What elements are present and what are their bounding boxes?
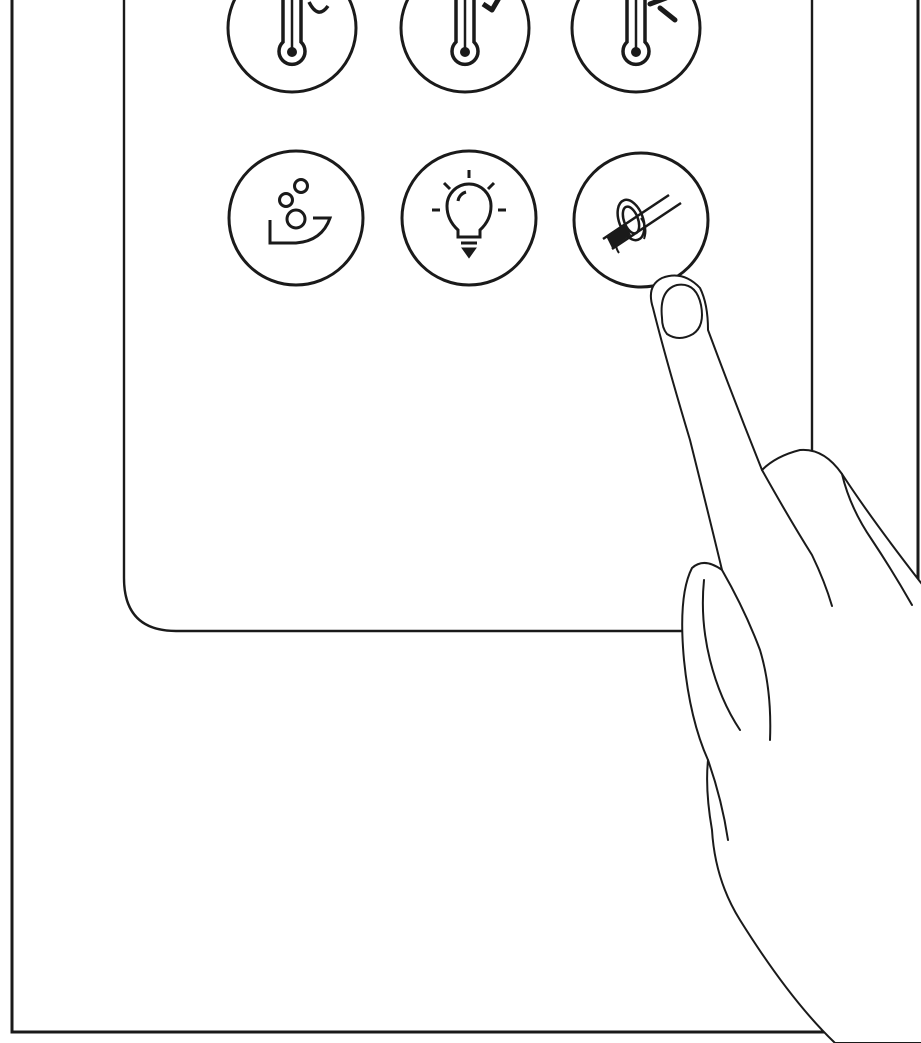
control-panel: [124, 0, 812, 631]
temperature-button-2[interactable]: [401, 0, 529, 92]
temperature-button-3[interactable]: [572, 0, 700, 92]
bubbles-button[interactable]: [229, 151, 363, 285]
light-button[interactable]: [402, 151, 536, 285]
hand: [651, 276, 921, 1043]
hand-silhouette: [651, 276, 921, 1043]
temperature-button-1[interactable]: [228, 0, 356, 92]
fingernail: [662, 285, 702, 338]
disinfection-button[interactable]: [574, 153, 708, 287]
